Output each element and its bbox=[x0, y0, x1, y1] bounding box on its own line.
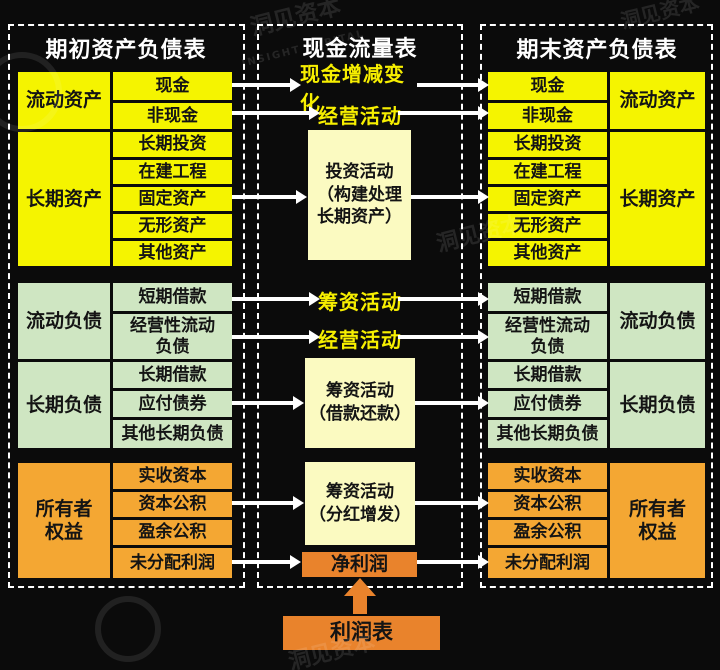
watermark-logo bbox=[95, 596, 161, 662]
flow-line bbox=[232, 401, 293, 405]
flow-arrowhead-icon bbox=[478, 555, 489, 569]
cell-undistributed-profit-right: 未分配利润 bbox=[488, 548, 607, 578]
flow-line bbox=[415, 401, 478, 405]
ending-balance-sheet-panel bbox=[480, 24, 713, 588]
cell-paid-in-capital-left: 实收资本 bbox=[113, 463, 232, 489]
cell-construction-in-progress-left: 在建工程 bbox=[113, 160, 232, 184]
cell-long-term-borrowings-left: 长期借款 bbox=[113, 362, 232, 388]
cell-long-term-investment-right: 长期投资 bbox=[488, 132, 607, 157]
flow-arrowhead-icon bbox=[296, 190, 307, 204]
group-label-long-term-assets-right: 长期资产 bbox=[610, 132, 705, 266]
flow-arrowhead-icon bbox=[309, 106, 320, 120]
flow-arrowhead-icon bbox=[478, 496, 489, 510]
flow-line bbox=[415, 501, 478, 505]
cell-non-cash-left: 非现金 bbox=[113, 103, 232, 129]
group-label-current-liabilities-left: 流动负债 bbox=[18, 283, 110, 359]
operating-activities-mid-label: 经营活动 bbox=[318, 327, 402, 352]
cell-surplus-reserve-right: 盈余公积 bbox=[488, 520, 607, 545]
flow-line bbox=[232, 111, 309, 115]
flow-arrowhead-icon bbox=[290, 555, 301, 569]
financing-dividend-issue-box: 筹资活动 （分红增发） bbox=[305, 462, 415, 545]
group-label-long-term-liabilities-left: 长期负债 bbox=[18, 362, 110, 448]
flow-arrowhead-icon bbox=[478, 190, 489, 204]
cell-surplus-reserve-left: 盈余公积 bbox=[113, 520, 232, 545]
flow-line bbox=[232, 560, 290, 564]
flow-arrowhead-icon bbox=[478, 106, 489, 120]
cell-non-cash-right: 非现金 bbox=[488, 103, 607, 129]
group-label-current-assets-left: 流动资产 bbox=[18, 72, 110, 129]
group-label-current-liabilities-right: 流动负债 bbox=[610, 283, 705, 359]
flow-line bbox=[398, 297, 478, 301]
ending-balance-sheet-title: 期末资产负债表 bbox=[516, 38, 678, 63]
beginning-balance-sheet-panel bbox=[8, 24, 245, 588]
cell-operating-current-liabilities-left: 经营性流动负债 bbox=[113, 314, 232, 359]
cell-cash-left: 现金 bbox=[113, 72, 232, 100]
cell-bonds-payable-left: 应付债券 bbox=[113, 391, 232, 417]
cell-short-term-borrowings-right: 短期借款 bbox=[488, 283, 607, 311]
flow-line bbox=[398, 335, 478, 339]
owners-equity-text-left: 所有者权益 bbox=[35, 497, 93, 543]
cell-intangible-assets-right: 无形资产 bbox=[488, 214, 607, 238]
cell-fixed-assets-left: 固定资产 bbox=[113, 187, 232, 211]
cell-intangible-assets-left: 无形资产 bbox=[113, 214, 232, 238]
flow-line bbox=[411, 195, 478, 199]
group-label-current-assets-right: 流动资产 bbox=[610, 72, 705, 129]
flow-line bbox=[417, 83, 478, 87]
flow-arrowhead-icon bbox=[293, 496, 304, 510]
financing-activities-label: 筹资活动 bbox=[318, 289, 402, 314]
cell-other-assets-left: 其他资产 bbox=[113, 241, 232, 266]
income-statement-box: 利润表 bbox=[283, 616, 440, 650]
cell-paid-in-capital-right: 实收资本 bbox=[488, 463, 607, 489]
cash-change-label: 现金增减变化 bbox=[300, 62, 405, 115]
cell-other-long-term-liabilities-left: 其他长期负债 bbox=[113, 420, 232, 448]
net-profit-box: 净利润 bbox=[302, 552, 417, 577]
cell-long-term-investment-left: 长期投资 bbox=[113, 132, 232, 157]
cell-fixed-assets-right: 固定资产 bbox=[488, 187, 607, 211]
cell-short-term-borrowings-left: 短期借款 bbox=[113, 283, 232, 311]
flow-line bbox=[417, 560, 478, 564]
cell-undistributed-profit-left: 未分配利润 bbox=[113, 548, 232, 578]
cell-long-term-borrowings-right: 长期借款 bbox=[488, 362, 607, 388]
cell-other-assets-right: 其他资产 bbox=[488, 241, 607, 266]
group-label-long-term-liabilities-right: 长期负债 bbox=[610, 362, 705, 448]
cell-bonds-payable-right: 应付债券 bbox=[488, 391, 607, 417]
cell-other-long-term-liabilities-right: 其他长期负债 bbox=[488, 420, 607, 448]
financing-borrow-repay-box: 筹资活动 （借款还款） bbox=[305, 358, 415, 448]
owners-equity-text-right: 所有者权益 bbox=[628, 497, 686, 543]
flow-arrowhead-icon bbox=[478, 396, 489, 410]
cell-operating-current-liabilities-right: 经营性流动负债 bbox=[488, 314, 607, 359]
group-label-owners-equity-left: 所有者权益 bbox=[18, 463, 110, 578]
flow-line bbox=[232, 501, 293, 505]
flow-arrowhead-icon bbox=[309, 292, 320, 306]
beginning-balance-sheet-title: 期初资产负债表 bbox=[45, 38, 207, 63]
cell-cash-right: 现金 bbox=[488, 72, 607, 100]
up-arrow-icon bbox=[336, 578, 384, 614]
group-label-owners-equity-right: 所有者权益 bbox=[610, 463, 705, 578]
flow-arrowhead-icon bbox=[309, 330, 320, 344]
flow-line bbox=[232, 195, 296, 199]
flow-arrowhead-icon bbox=[478, 78, 489, 92]
cell-construction-in-progress-right: 在建工程 bbox=[488, 160, 607, 184]
cash-flow-statement-title: 现金流量表 bbox=[302, 37, 418, 62]
flow-line bbox=[232, 83, 290, 87]
investing-activities-box: 投资活动 （构建处理 长期资产） bbox=[308, 130, 411, 260]
flow-line bbox=[398, 111, 478, 115]
cell-capital-reserve-left: 资本公积 bbox=[113, 492, 232, 517]
flow-arrowhead-icon bbox=[290, 78, 301, 92]
flow-line bbox=[232, 297, 309, 301]
flow-arrowhead-icon bbox=[478, 330, 489, 344]
cell-capital-reserve-right: 资本公积 bbox=[488, 492, 607, 517]
flow-line bbox=[232, 335, 309, 339]
flow-arrowhead-icon bbox=[478, 292, 489, 306]
flow-arrowhead-icon bbox=[293, 396, 304, 410]
group-label-long-term-assets-left: 长期资产 bbox=[18, 132, 110, 266]
operating-activities-top-label: 经营活动 bbox=[318, 103, 402, 128]
